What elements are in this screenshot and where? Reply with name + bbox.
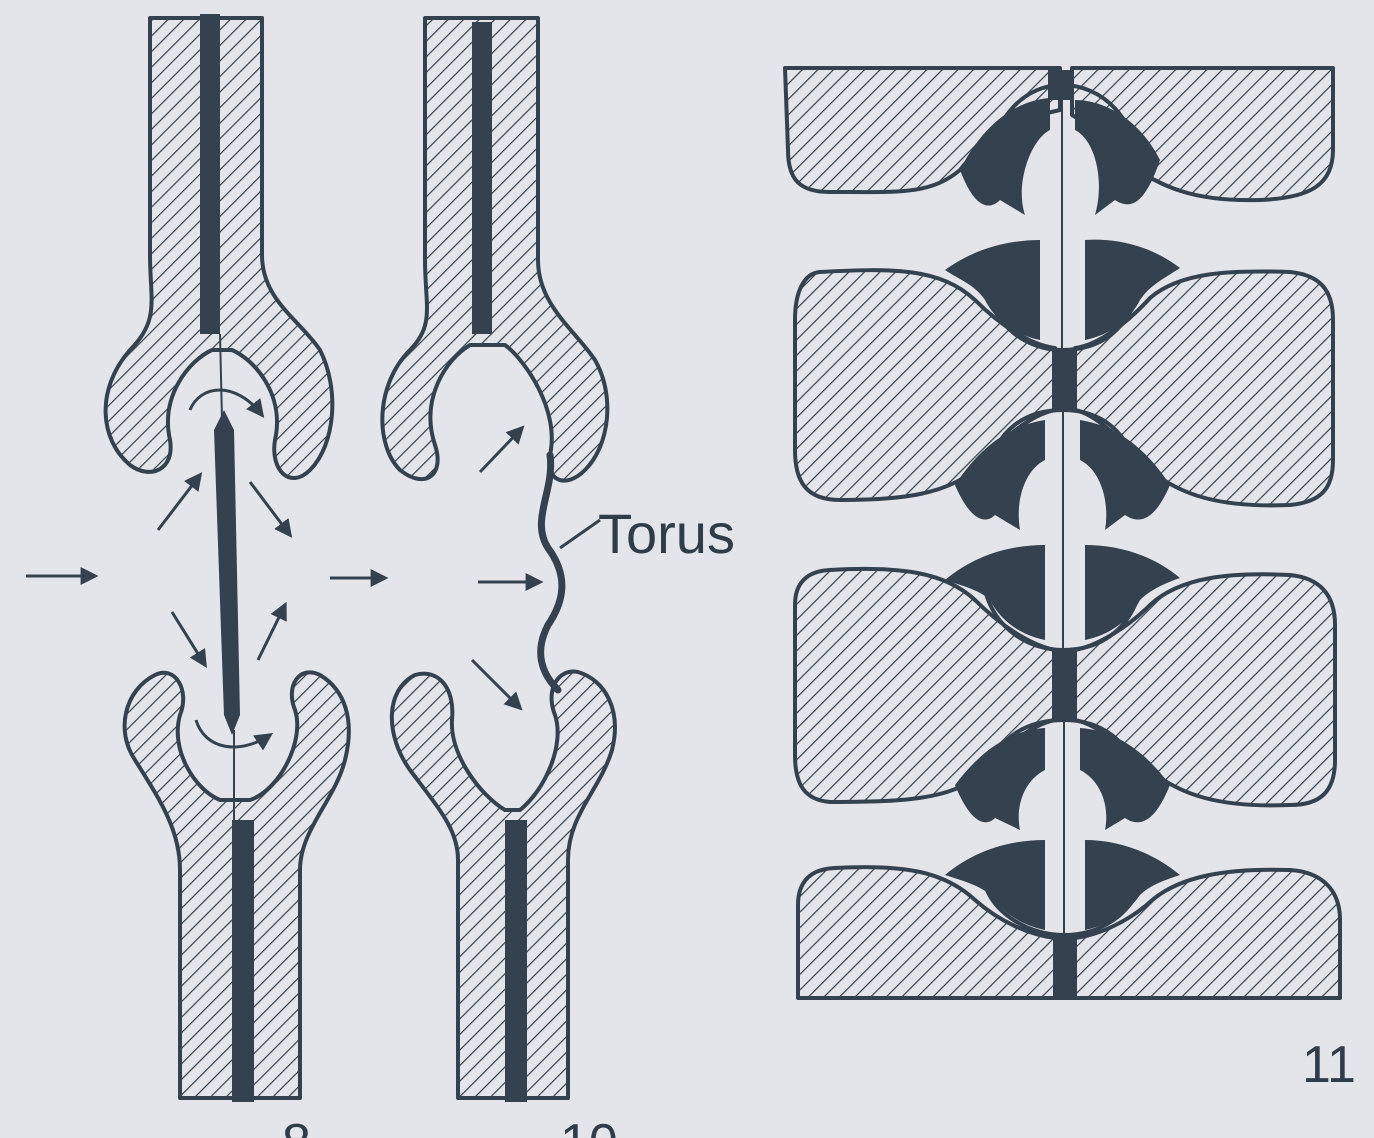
flow-arrow <box>258 605 285 660</box>
fig11-middle-lamella <box>1054 935 1076 1000</box>
torus-leader-line <box>560 520 600 548</box>
fig8-lower-middle-lamella <box>232 820 254 1102</box>
fig10-upper-wall <box>382 18 607 481</box>
flow-arrow <box>172 612 205 665</box>
fig8-number: 8 <box>282 1114 311 1138</box>
torus-label: Torus <box>598 502 735 565</box>
fig10-lower-middle-lamella <box>505 820 527 1102</box>
flow-arrow <box>190 390 262 415</box>
fig10-number: 10 <box>560 1114 618 1138</box>
figure-11-pit-series: 11 <box>785 68 1356 1094</box>
fig8-membrane <box>214 410 240 735</box>
figure-8-pit-pair: 8 <box>26 14 349 1138</box>
figure-10-pit-pair: Torus 10 <box>382 18 735 1138</box>
fig11-number: 11 <box>1302 1036 1356 1094</box>
flow-arrow <box>250 482 290 535</box>
fig11-middle-lamella <box>1052 350 1074 410</box>
fig10-torus-membrane <box>541 455 562 690</box>
fig11-middle-lamella <box>1052 650 1074 720</box>
fig8-upper-middle-lamella <box>200 14 220 334</box>
flow-arrow <box>480 428 522 472</box>
fig10-upper-middle-lamella <box>472 22 492 334</box>
flow-arrow <box>472 660 520 708</box>
fig10-lower-wall <box>392 672 615 1098</box>
flow-arrow <box>158 475 200 530</box>
